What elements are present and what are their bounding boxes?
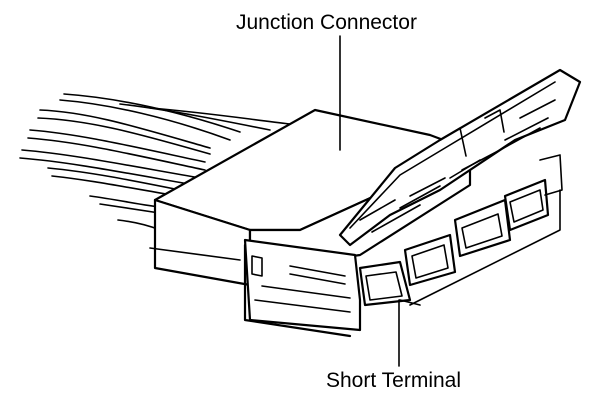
terminal-cavities (358, 154, 563, 307)
short-terminal-label: Short Terminal (326, 369, 462, 392)
wire-bundle (19, 93, 291, 231)
hinged-cover (338, 68, 582, 247)
junction-connector-label: Junction Connector (236, 11, 417, 34)
